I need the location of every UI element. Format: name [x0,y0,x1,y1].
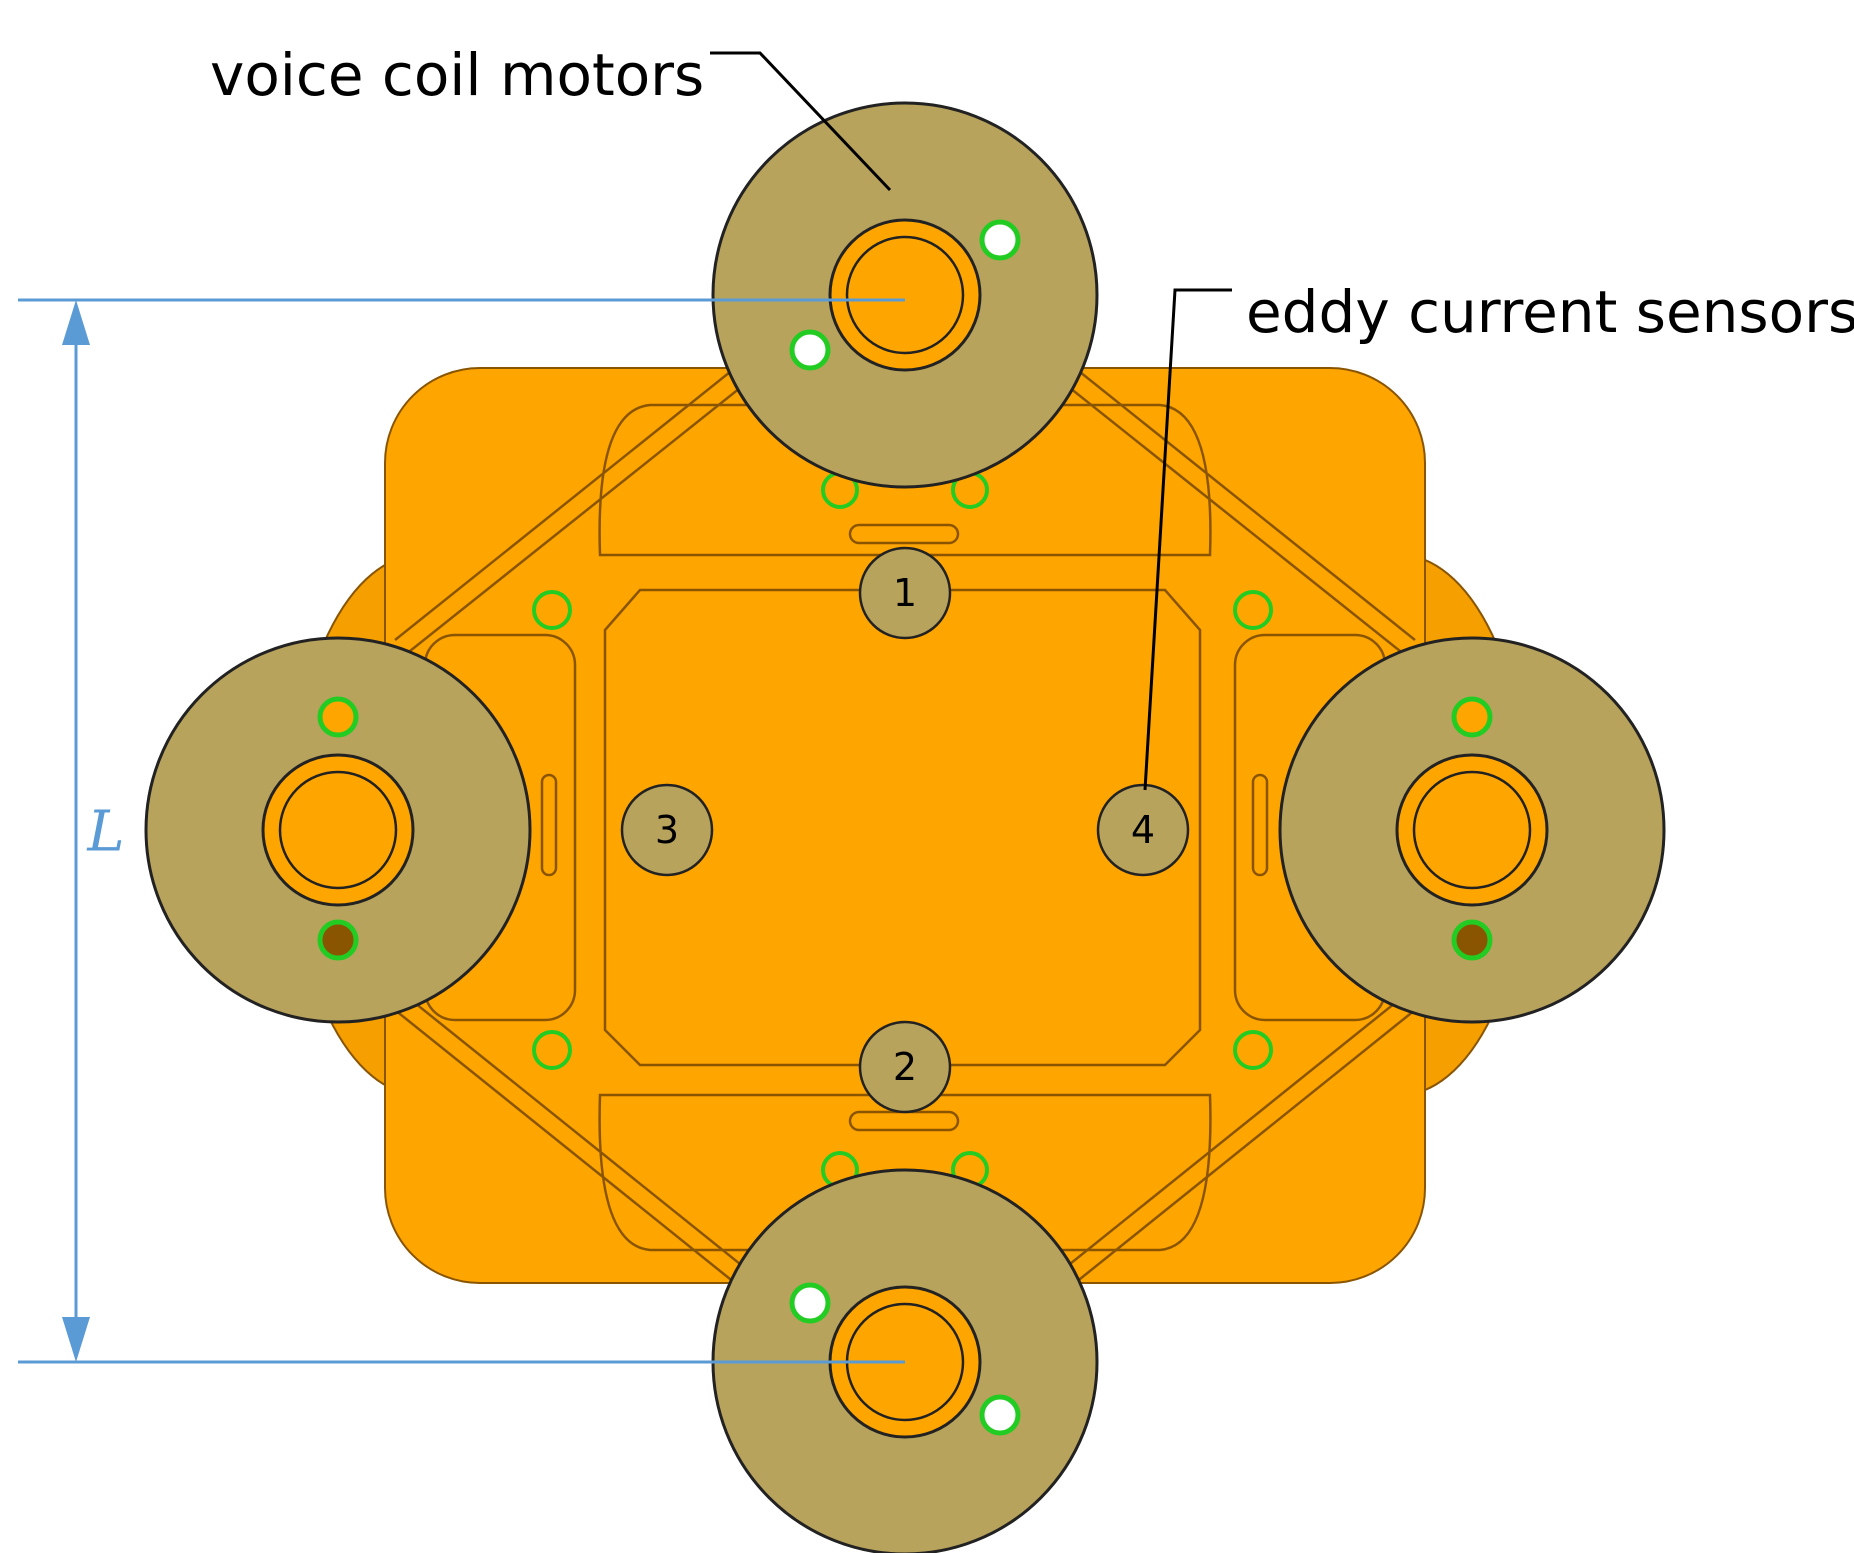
sensor-label-1: 1 [893,571,917,615]
eddy-sensor-3: 3 [620,783,714,877]
voice-coil-motor-top [711,101,1099,489]
inner-frame [603,588,1202,1067]
eddy-sensor-4: 4 [1096,783,1190,877]
sensor-label-2: 2 [893,1045,917,1089]
eddy-sensor-1: 1 [858,546,952,640]
label-voice-coil-motors: voice coil motors [210,41,704,109]
sensor-label-3: 3 [655,808,679,852]
sensor-label-4: 4 [1131,808,1155,852]
dimension-label: L [86,800,124,865]
eddy-sensor-2: 2 [858,1020,952,1114]
voice-coil-motor-left [144,636,532,1024]
label-eddy-current-sensors: eddy current sensors [1246,278,1854,346]
dimension-l [18,298,905,1364]
flexure-lines [394,367,1416,1284]
voice-coil-motor-right [1278,636,1666,1024]
leader-lines [710,51,1232,791]
